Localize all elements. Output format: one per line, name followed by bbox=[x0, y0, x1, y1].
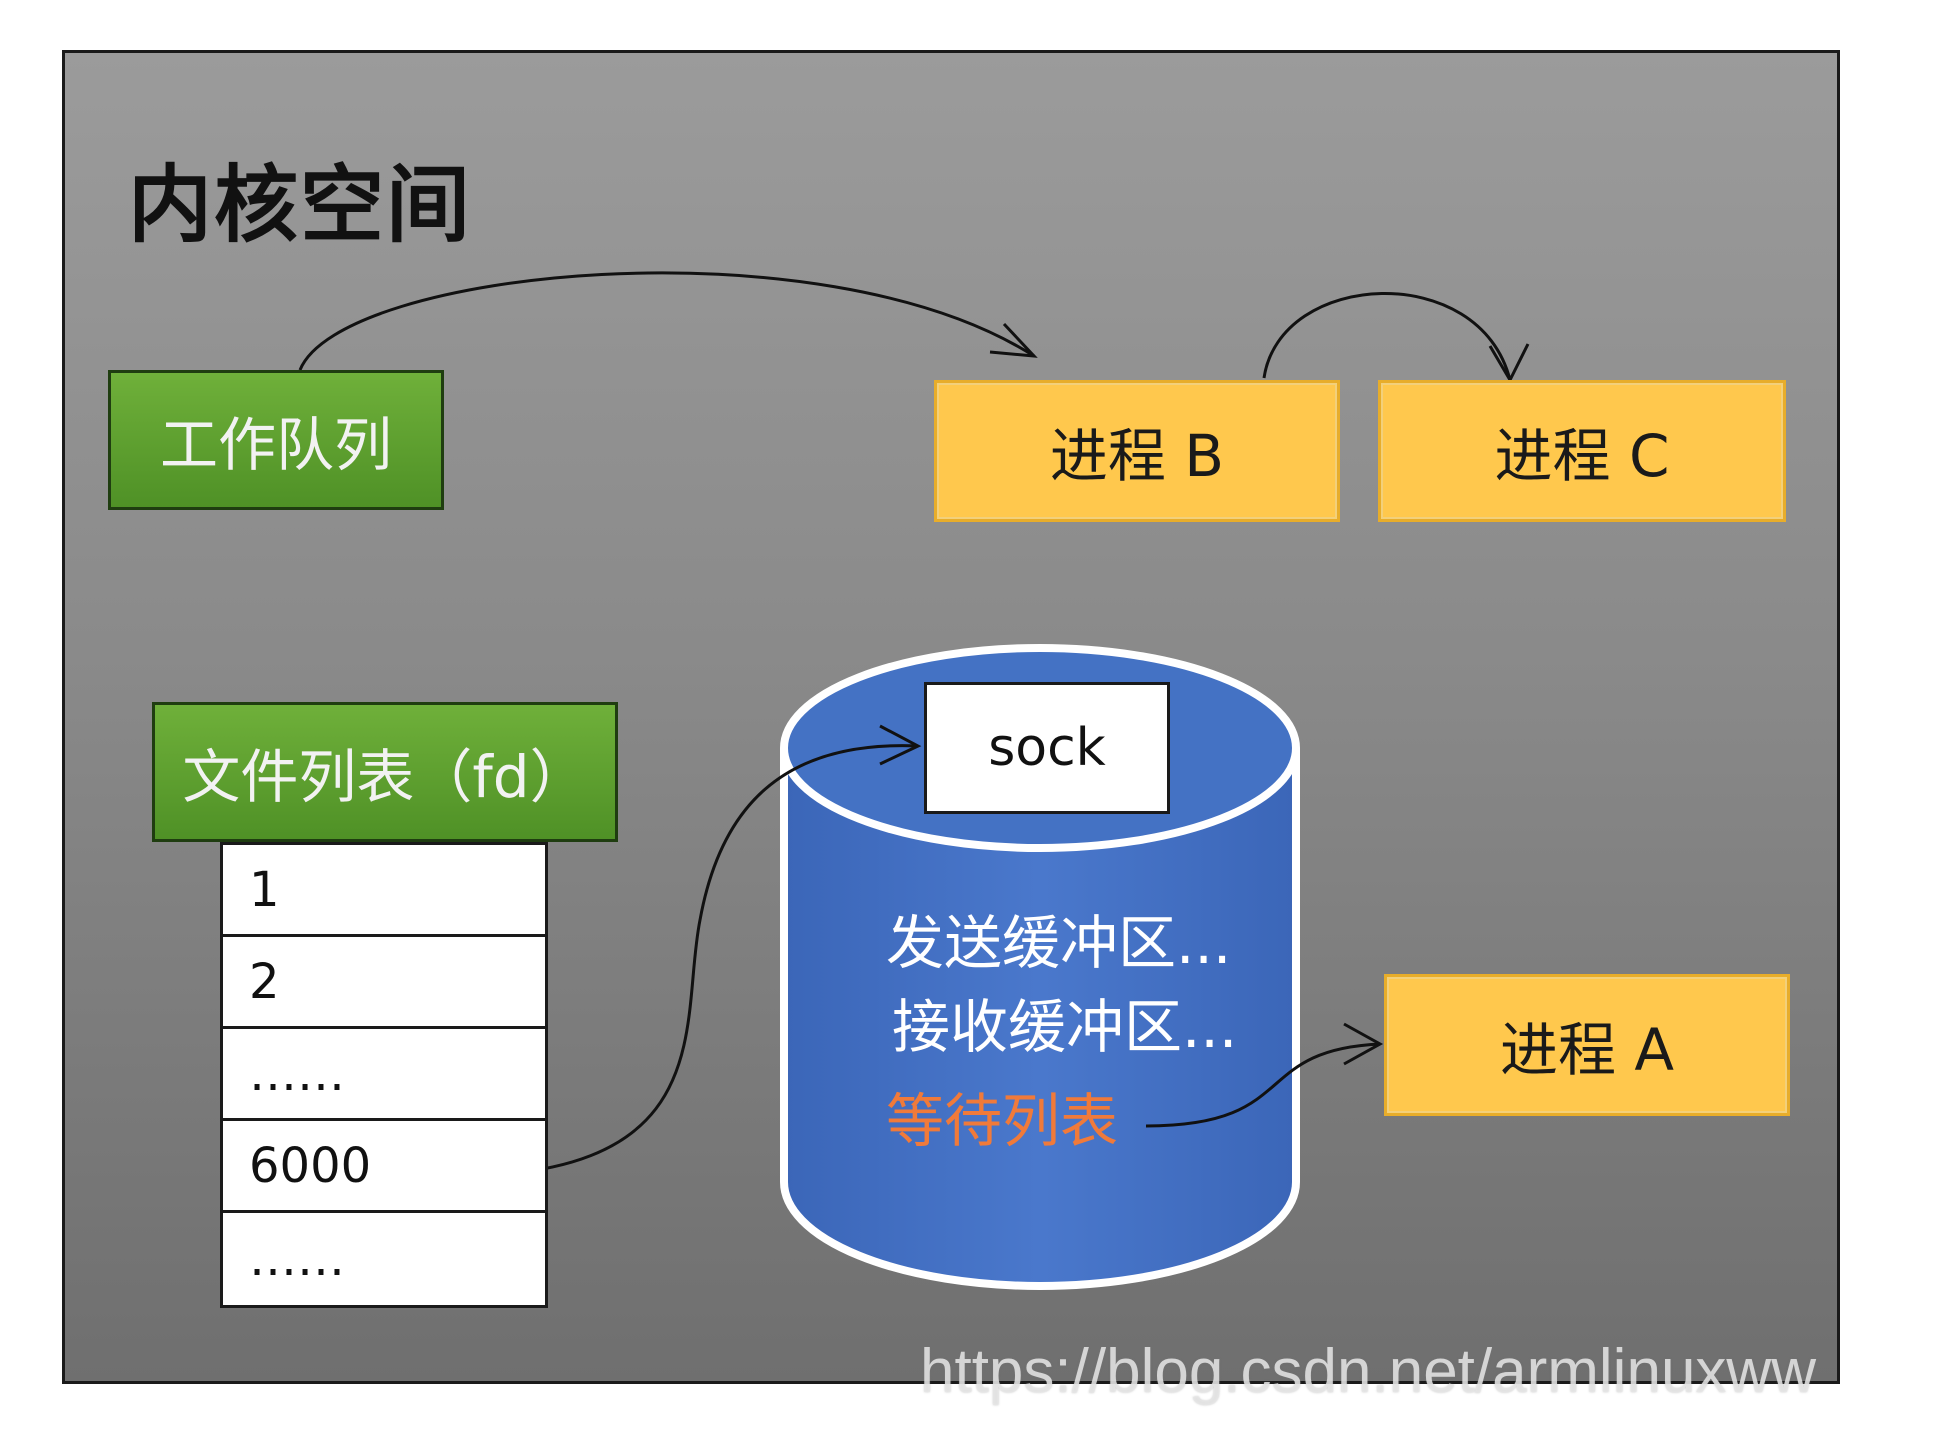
fd-value: …… bbox=[249, 1045, 345, 1102]
fd-row: 1 bbox=[223, 845, 545, 937]
process-a-box: 进程 A bbox=[1384, 974, 1790, 1116]
fd-value: 1 bbox=[249, 861, 280, 918]
fd-value: 2 bbox=[249, 953, 280, 1010]
process-c-box: 进程 C bbox=[1378, 380, 1786, 522]
watermark: https://blog.csdn.net/armlinuxww bbox=[920, 1337, 1816, 1406]
kernel-space-title: 内核空间 bbox=[128, 156, 473, 254]
fd-row: 6000 bbox=[223, 1121, 545, 1213]
fd-value: …… bbox=[249, 1231, 345, 1287]
fd-row: …… bbox=[223, 1213, 545, 1305]
process-b-box: 进程 B bbox=[934, 380, 1340, 522]
process-c-label: 进程 C bbox=[1494, 422, 1670, 490]
fd-list-header-box: 文件列表（fd） bbox=[152, 702, 618, 842]
process-b-label: 进程 B bbox=[1049, 422, 1225, 490]
work-queue-label: 工作队列 bbox=[159, 411, 392, 479]
wait-list-label: 等待列表 bbox=[886, 1087, 1119, 1155]
fd-row: 2 bbox=[223, 937, 545, 1029]
process-a-label: 进程 A bbox=[1499, 1016, 1675, 1084]
sock-box: sock bbox=[924, 682, 1170, 814]
fd-list-header-label: 文件列表（fd） bbox=[182, 743, 588, 811]
recv-buffer-label: 接收缓冲区... bbox=[892, 993, 1238, 1061]
fd-table: 1 2 …… 6000 …… bbox=[220, 842, 548, 1308]
fd-value: 6000 bbox=[249, 1137, 372, 1194]
send-buffer-label: 发送缓冲区... bbox=[886, 909, 1232, 977]
work-queue-box: 工作队列 bbox=[108, 370, 444, 510]
fd-row: …… bbox=[223, 1029, 545, 1121]
sock-label: sock bbox=[988, 718, 1106, 778]
